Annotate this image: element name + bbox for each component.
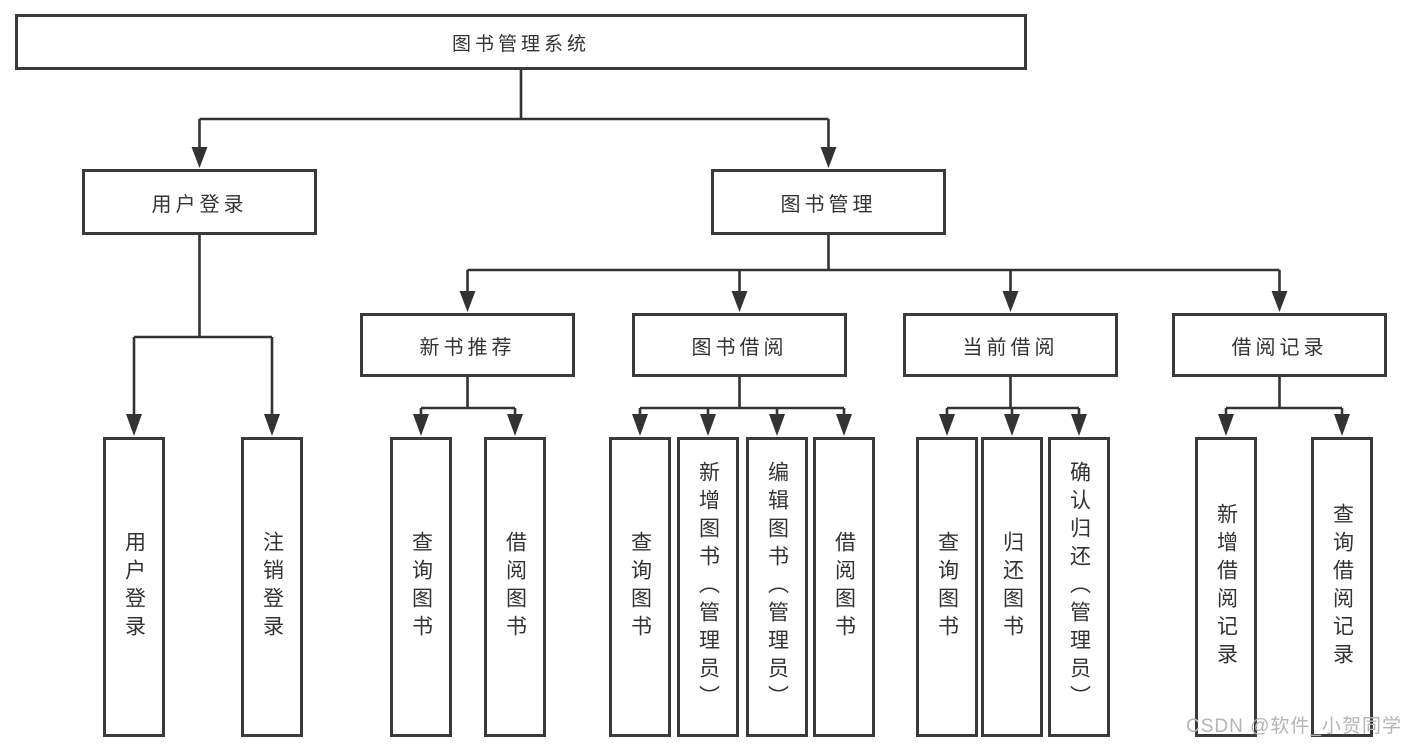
node-library-management-system: 图书管理系统	[15, 14, 1027, 70]
csdn-watermark: CSDN @软件_小贺同学	[1186, 716, 1402, 737]
node-book-management-branch: 图书管理	[711, 169, 946, 235]
leaf-return-book: 归还图书	[981, 437, 1043, 737]
leaf-borrow-books-borrowing: 借阅图书	[813, 437, 875, 737]
leaf-borrow-books-recommend: 借阅图书	[484, 437, 546, 737]
leaf-add-borrow-record: 新增借阅记录	[1195, 437, 1257, 737]
node-book-borrowing: 图书借阅	[632, 313, 847, 377]
node-borrowing-records: 借阅记录	[1172, 313, 1387, 377]
node-new-book-recommend: 新书推荐	[360, 313, 575, 377]
node-user-login-branch: 用户登录	[82, 169, 317, 235]
leaf-query-borrow-record: 查询借阅记录	[1311, 437, 1373, 737]
leaf-edit-book-admin: 编辑图书（管理员）	[746, 437, 808, 737]
leaf-query-books-recommend: 查询图书	[390, 437, 452, 737]
leaf-confirm-return-admin: 确认归还（管理员）	[1048, 437, 1110, 737]
leaf-add-book-admin: 新增图书（管理员）	[677, 437, 739, 737]
leaf-query-books-borrowing: 查询图书	[609, 437, 671, 737]
leaf-logout: 注销登录	[241, 437, 303, 737]
node-current-borrowing: 当前借阅	[903, 313, 1118, 377]
leaf-query-books-current: 查询图书	[916, 437, 978, 737]
leaf-user-login: 用户登录	[103, 437, 165, 737]
